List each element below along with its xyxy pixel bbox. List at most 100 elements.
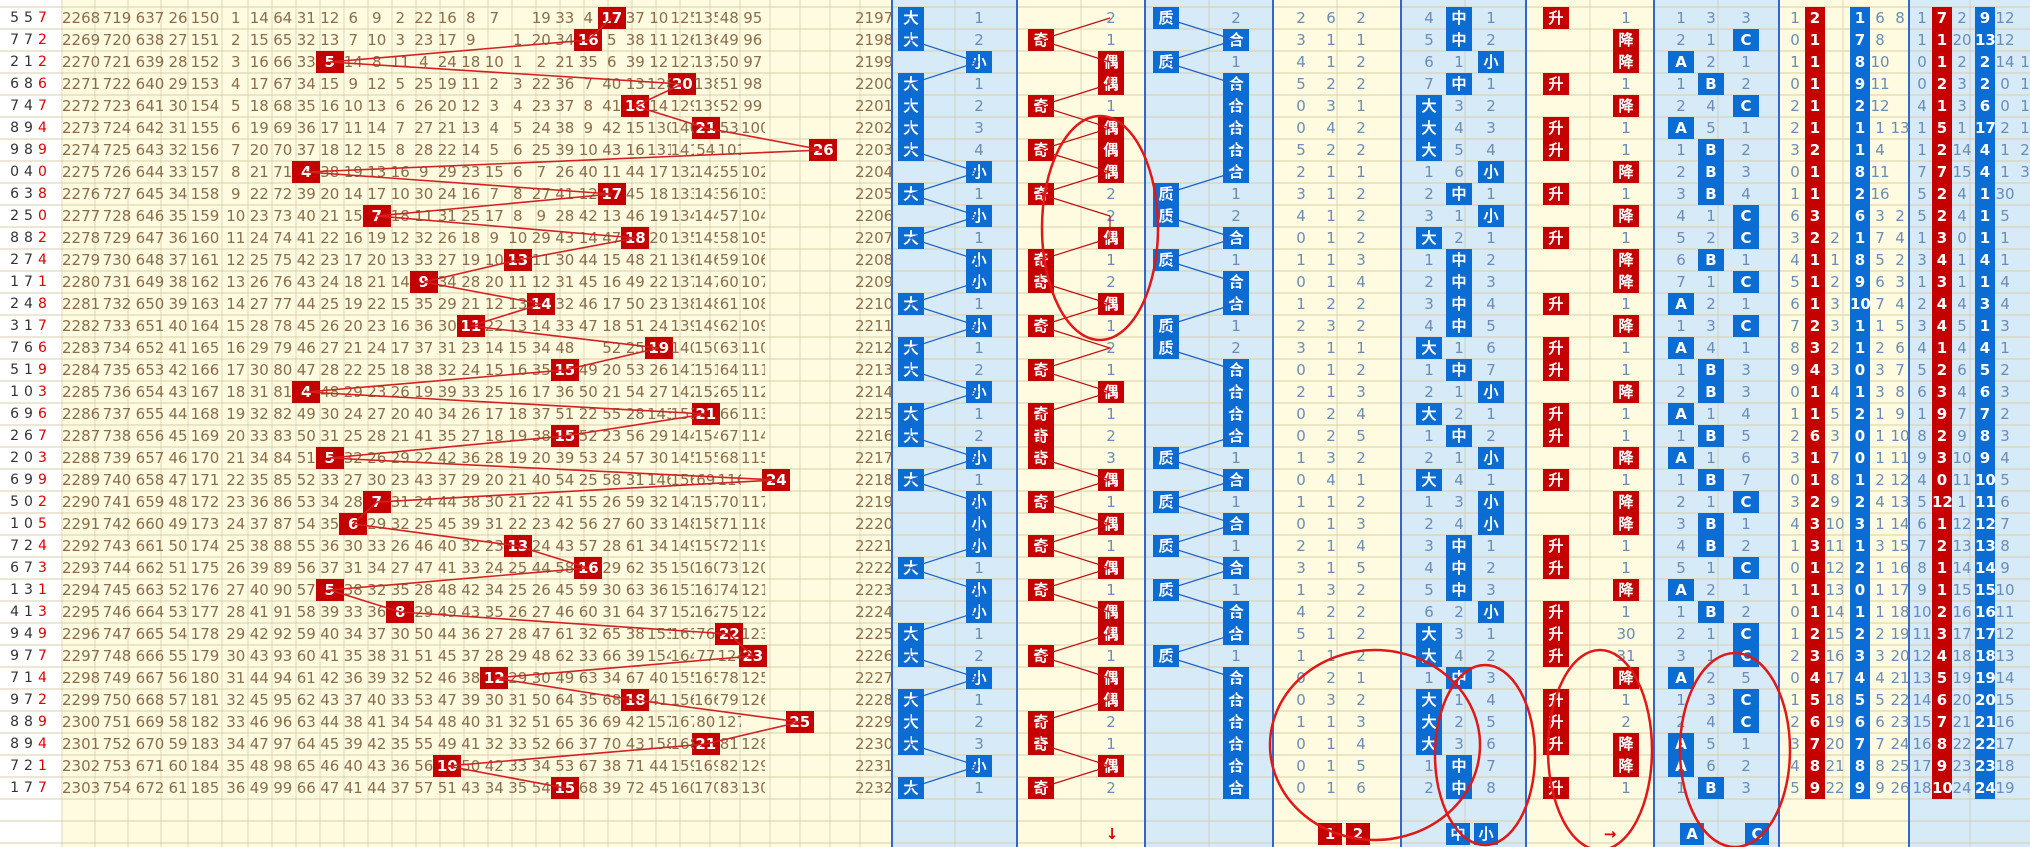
stat-cell: 2269 <box>62 29 100 51</box>
pattern-cell: 8 <box>1890 7 1910 29</box>
miss-cell: 8 <box>365 51 389 73</box>
miss-cell: 10 <box>365 29 389 51</box>
prime-composite-trend-line <box>1162 17 1238 788</box>
pattern-cell: 1 <box>1785 51 1805 73</box>
pattern-cell: 2 <box>1952 7 1972 29</box>
miss-cell: 5 <box>600 29 624 51</box>
pattern-cell: 8 <box>1850 51 1870 73</box>
stat-cell: 639 <box>134 51 166 73</box>
pattern-cell: 1 <box>1805 29 1825 51</box>
miss-cell: 23 <box>530 95 554 117</box>
period-id: 2197 <box>855 7 892 29</box>
miss-cell: 16 <box>318 95 342 117</box>
pattern-cell: 1 <box>1805 73 1825 95</box>
miss-cell: 127 <box>671 51 695 73</box>
miss-cell: 34 <box>553 29 577 51</box>
trend-cell: 1 <box>1613 73 1639 95</box>
miss-cell: 17 <box>436 29 460 51</box>
stat-cell: 28 <box>166 51 190 73</box>
miss-cell: 33 <box>295 51 319 73</box>
trend-cell: 偶 <box>1098 73 1124 95</box>
issue-digit: 8 <box>24 76 34 92</box>
pattern-cell: 1 <box>1912 7 1932 29</box>
miss-cell: 6 <box>600 51 624 73</box>
miss-cell: 12 <box>365 73 389 95</box>
pattern-cell: 10 <box>1870 51 1890 73</box>
stat-cell: 2270 <box>62 51 100 73</box>
miss-cell: 18 <box>459 51 483 73</box>
stat-cell: 27 <box>166 29 190 51</box>
pattern-cell: 7 <box>1850 29 1870 51</box>
pattern-cell: 2 <box>1952 51 1972 73</box>
stat-cell: 641 <box>134 95 166 117</box>
trend-cell: 2 <box>1668 29 1694 51</box>
pattern-cell: 14 <box>1995 51 2015 73</box>
issue-digit: 6 <box>10 76 20 92</box>
miss-cell: 4 <box>412 51 436 73</box>
issue-digit: 5 <box>10 10 20 26</box>
trend-cell: 6 <box>1318 7 1344 29</box>
miss-cell: 9 <box>365 7 389 29</box>
trend-cell: 降 <box>1613 51 1639 73</box>
trend-cell: 4 <box>1416 7 1442 29</box>
big-small-trend-line <box>908 18 980 789</box>
miss-cell: 51 <box>718 73 742 95</box>
miss-cell: 3 <box>506 73 530 95</box>
highlight-circle <box>1268 648 1482 842</box>
miss-cell: 18 <box>248 95 272 117</box>
period-id: 2201 <box>855 95 892 117</box>
miss-cell: 95 <box>741 7 765 29</box>
miss-cell: 23 <box>412 29 436 51</box>
pattern-cell: 1 <box>1805 51 1825 73</box>
miss-cell: 49 <box>718 29 742 51</box>
miss-cell: 50 <box>718 51 742 73</box>
trend-cell: A <box>1668 51 1694 73</box>
miss-cell: 137 <box>694 51 718 73</box>
highlight-circle <box>1546 648 1654 847</box>
highlight-circle <box>1433 663 1537 847</box>
trend-cell: 1 <box>1318 29 1344 51</box>
stat-cell: 721 <box>100 51 134 73</box>
trend-cell: 1 <box>1318 51 1344 73</box>
miss-cell: 31 <box>295 7 319 29</box>
issue-digit: 6 <box>38 76 48 92</box>
trend-cell: 1 <box>1668 73 1694 95</box>
miss-cell: 2 <box>530 51 554 73</box>
miss-cell: 41 <box>600 95 624 117</box>
trend-cell: 1 <box>1223 51 1249 73</box>
miss-cell: 67 <box>271 73 295 95</box>
miss-cell: 9 <box>459 29 483 51</box>
trend-cell: 1 <box>1348 29 1374 51</box>
trend-cell: 1 <box>1613 7 1639 29</box>
miss-cell: 129 <box>671 95 695 117</box>
miss-cell: 35 <box>577 51 601 73</box>
trend-cell: 2 <box>1478 29 1504 51</box>
trend-cell: 小 <box>1478 51 1504 73</box>
trend-cell: 升 <box>1543 7 1569 29</box>
miss-cell: 135 <box>694 7 718 29</box>
pattern-cell: 0 <box>1912 73 1932 95</box>
miss-cell: 5 <box>224 95 248 117</box>
trend-cell: 2 <box>1348 7 1374 29</box>
stat-cell: 29 <box>166 73 190 95</box>
stat-cell: 720 <box>100 29 134 51</box>
stat-cell: 2271 <box>62 73 100 95</box>
stat-cell: 723 <box>100 95 134 117</box>
miss-cell: 11 <box>459 73 483 95</box>
stat-cell: 153 <box>190 73 220 95</box>
trend-cell: C <box>1733 29 1759 51</box>
miss-cell: 21 <box>553 51 577 73</box>
miss-cell: 12 <box>459 95 483 117</box>
pattern-cell: 9 <box>1850 73 1870 95</box>
period-id: 2199 <box>855 51 892 73</box>
pattern-cell: 6 <box>1870 7 1890 29</box>
trend-cell: 3 <box>1698 7 1724 29</box>
miss-cell: 96 <box>741 29 765 51</box>
miss-cell: 3 <box>389 29 413 51</box>
pattern-cell: 2 <box>1975 73 1995 95</box>
stat-cell: 151 <box>190 29 220 51</box>
pattern-cell: 12 <box>1995 7 2015 29</box>
